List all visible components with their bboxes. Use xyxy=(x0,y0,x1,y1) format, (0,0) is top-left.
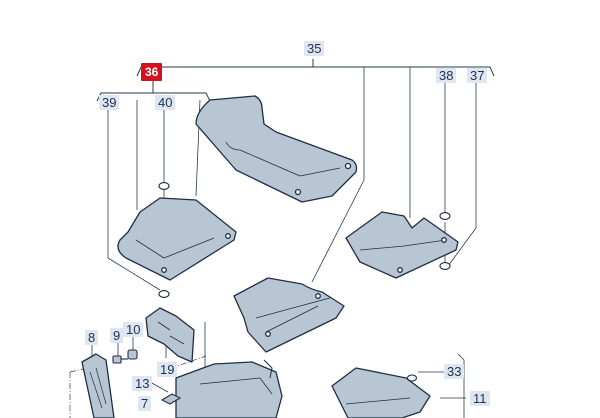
footrest-part xyxy=(81,353,115,418)
fastener-clip-40-upper xyxy=(158,182,170,190)
leader-35-a2 xyxy=(311,179,365,283)
callout-10[interactable]: 10 xyxy=(123,322,144,337)
clip-part-13 xyxy=(160,393,182,405)
callout-11[interactable]: 11 xyxy=(470,391,490,406)
fastener-clip-33 xyxy=(406,374,418,382)
leader-39-to-clip xyxy=(107,257,161,291)
callout-8[interactable]: 8 xyxy=(85,330,99,345)
callout-9[interactable]: 9 xyxy=(110,328,124,343)
callout-37[interactable]: 37 xyxy=(467,68,488,83)
callout-33[interactable]: 33 xyxy=(444,364,465,379)
callout-19[interactable]: 19 xyxy=(157,362,178,377)
callout-39[interactable]: 39 xyxy=(99,95,120,110)
bracket-part-19 xyxy=(145,307,195,363)
fastener-clip-38-upper xyxy=(439,212,451,220)
callout-38[interactable]: 38 xyxy=(436,68,457,83)
luggage-compartment-mat xyxy=(331,367,431,418)
screw-9 xyxy=(112,355,122,364)
fastener-clip-39-lower xyxy=(158,290,170,298)
callout-7[interactable]: 7 xyxy=(138,396,152,411)
front-floor-mat-passenger xyxy=(233,277,345,353)
callout-13[interactable]: 13 xyxy=(132,376,153,391)
bracket-11 xyxy=(457,353,465,418)
bracket-35 xyxy=(136,66,495,77)
fastener-clip-37-lower xyxy=(439,262,451,270)
leader-13 xyxy=(149,381,169,393)
callout-35[interactable]: 35 xyxy=(304,41,325,56)
footwell-liner xyxy=(175,361,283,418)
front-floor-mat-driver xyxy=(195,95,358,203)
leader-37-b xyxy=(447,227,477,267)
callout-40[interactable]: 40 xyxy=(155,95,176,110)
callout-36[interactable]: 36 xyxy=(141,63,163,81)
nut-10 xyxy=(127,349,138,360)
rear-floor-mat-right xyxy=(345,211,459,279)
rear-floor-mat-left xyxy=(117,197,237,281)
